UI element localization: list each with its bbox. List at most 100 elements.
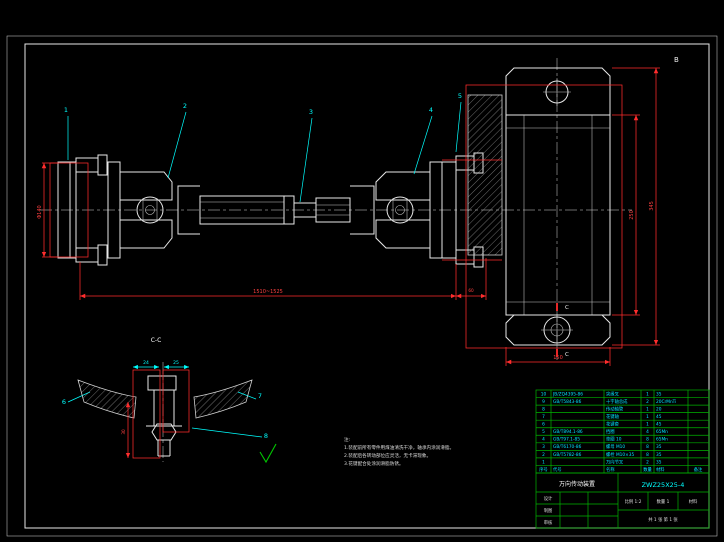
callout-number: 4 <box>429 106 433 114</box>
dim-offset: 60 <box>468 288 474 293</box>
bom-cell: GB/T6170-86 <box>553 444 582 450</box>
bom-cell: 35 <box>656 391 662 397</box>
bom-cell: 2 <box>646 399 649 405</box>
bom-cell: 65Mn <box>656 437 668 443</box>
bom-cell: 6 <box>542 422 545 428</box>
bom-cell: GB/T97.1-85 <box>553 437 580 443</box>
bom-cell: JB/ZQ4395-86 <box>552 391 583 397</box>
bom-cell: 20CrMnTi <box>656 399 676 405</box>
bom-cell: 65Mn <box>656 429 668 435</box>
title-block-row-label: 制图 <box>544 507 553 514</box>
part-callout: 2 <box>168 102 187 178</box>
bom-cell: 螺栓 M10×35 <box>606 451 634 458</box>
dim-housing-width: 150 <box>553 355 563 361</box>
bom-cell: 35 <box>656 452 662 458</box>
callout-number: 3 <box>309 108 313 116</box>
bom-rows: 10JB/ZQ4395-86突缘叉1359GB/T5843-86十字轴总成220… <box>536 390 709 472</box>
bom-cell: 传动轴管 <box>606 405 624 412</box>
callout-number: 2 <box>183 102 187 110</box>
bom-cell: 花键套 <box>606 421 620 428</box>
surface-finish-symbol <box>260 444 276 462</box>
bom-cell: 9 <box>542 399 545 405</box>
bom-cell: 5 <box>542 429 545 435</box>
bom-cell: 十字轴总成 <box>606 398 628 405</box>
technical-notes: 注: 1.装配前所有零件用煤油清洗干净，轴承内涂润滑脂。 2.装配后各转动部位应… <box>344 436 454 467</box>
bom-cell: 45 <box>656 414 662 420</box>
bom-cell: 1 <box>542 459 545 465</box>
drawing-number: ZWZ25X25-4 <box>642 481 685 489</box>
note-line: 1.装配前所有零件用煤油清洗干净，轴承内涂润滑脂。 <box>344 444 454 451</box>
bom-cell: GB/T5782-86 <box>553 452 582 458</box>
bom-cell: 3 <box>542 444 545 450</box>
bom-cell: 突缘叉 <box>606 390 620 397</box>
dim-housing-height: 345 <box>649 201 655 211</box>
section-cut-letter: C <box>565 305 569 311</box>
zone-letter: B <box>674 56 679 64</box>
bom-cell: 8 <box>646 437 649 443</box>
section-cut-letter: C <box>565 352 569 358</box>
bom-cell: 挡圈 <box>606 428 615 435</box>
bom-cell: 1 <box>646 406 649 412</box>
qty-cell: 数量 1 <box>657 498 670 505</box>
note-line: 2.装配后各转动部位应灵活，无卡滞现象。 <box>344 452 431 459</box>
part-callout: 8 <box>192 428 268 440</box>
bom-cell: 1 <box>646 422 649 428</box>
callout-number: 8 <box>264 432 268 440</box>
material-cell: 材料 <box>689 498 698 505</box>
dim-housing-bore: 250 <box>629 210 635 220</box>
bom-header-cell: 代号 <box>553 466 562 473</box>
part-callout: 1 <box>64 106 68 160</box>
bom-cell: 4 <box>646 429 649 435</box>
bom-cell: 垫圈 10 <box>606 436 622 443</box>
scale-cell: 比例 1:2 <box>625 498 642 505</box>
callout-number: 6 <box>62 398 66 406</box>
bom-cell: 7 <box>542 414 545 420</box>
section-hatch <box>468 95 502 255</box>
bom-header-cell: 序号 <box>539 466 548 473</box>
bom-cell: 螺母 M10 <box>606 443 625 450</box>
bom-cell: 45 <box>656 422 662 428</box>
bom-cell: 1 <box>646 414 649 420</box>
bom-cell: 8 <box>542 406 545 412</box>
bom-cell: 20 <box>656 406 662 412</box>
callout-number: 7 <box>258 392 262 400</box>
dim-pad-width: 24 <box>143 360 149 366</box>
note-line: 3.花键配合处涂润滑脂防锈。 <box>344 460 404 467</box>
title-block-row-label: 审核 <box>544 519 553 526</box>
title-block-row-label: 设计 <box>544 495 553 502</box>
bom-header-cell: 名称 <box>606 466 615 473</box>
section-view: C-C 30 24 25 <box>78 337 276 462</box>
bom-cell: 8 <box>646 444 649 450</box>
part-callouts: 1 2 3 4 5 6 7 8 <box>62 92 462 440</box>
notes-heading: 注: <box>344 436 351 443</box>
bom-header-cell: 数量 <box>643 466 652 473</box>
housing <box>468 68 610 346</box>
bom-cell: GB/T5843-86 <box>553 399 582 405</box>
bom-header-cell: 备注 <box>694 466 703 473</box>
dim-flange-dia: Φ140 <box>37 205 43 218</box>
title-block: 万向传动装置 ZWZ25X25-4 设计 制图 审核 比例 1:2 数量 1 材… <box>536 473 709 528</box>
bom-cell: 花键轴 <box>606 413 619 420</box>
dim-pad-depth: 30 <box>121 429 126 435</box>
callout-number: 5 <box>458 92 462 100</box>
section-view-title: C-C <box>151 337 162 344</box>
part-callout: 5 <box>456 92 462 152</box>
sheet-cell: 共 1 张 第 1 张 <box>648 516 678 523</box>
bom-cell: GB/T894.1-86 <box>553 429 583 435</box>
bom-cell: 35 <box>656 459 662 465</box>
bom-cell: 10 <box>541 391 547 397</box>
callout-number: 1 <box>64 106 68 114</box>
bom-cell: 1 <box>646 391 649 397</box>
dim-overall: 1510~1525 <box>253 289 283 295</box>
bom-cell: 4 <box>542 437 545 443</box>
bom-cell: 2 <box>646 459 649 465</box>
part-callout: 3 <box>300 108 313 202</box>
bom-header-cell: 材料 <box>656 466 665 473</box>
bom-cell: 2 <box>542 452 545 458</box>
bom-cell: 万向节叉 <box>606 458 624 465</box>
dim-pad-width2: 25 <box>173 360 179 366</box>
bom-cell: 35 <box>656 444 662 450</box>
bom-cell: 8 <box>646 452 649 458</box>
